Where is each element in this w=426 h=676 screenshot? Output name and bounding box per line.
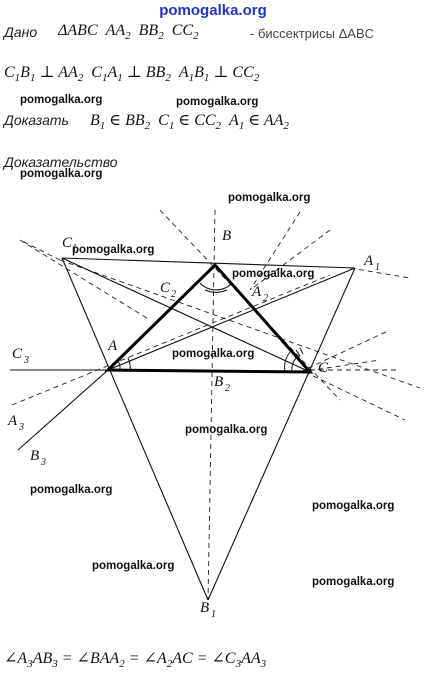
svg-text:2: 2: [171, 289, 176, 300]
point-label-c3: C: [12, 346, 23, 362]
svg-text:1: 1: [72, 243, 77, 254]
watermark: pomogalka.org: [20, 94, 103, 106]
prove-label: Доказать: [4, 112, 69, 128]
svg-text:1: 1: [375, 262, 380, 273]
prove-statement: B1 ∈ BB2 C1 ∈ CC2 A1 ∈ AA2: [90, 112, 289, 132]
site-header: pomogalka.org: [159, 2, 267, 19]
watermark: pomogalka.org: [185, 424, 268, 436]
point-label-a1: A: [363, 253, 374, 269]
perpendicular-conditions: C1B1 ⊥ AA2 C1A1 ⊥ BB2 A1B1 ⊥ CC2: [4, 64, 260, 84]
point-label-c1: C: [62, 235, 73, 251]
watermark: pomogalka.org: [312, 500, 395, 512]
point-label-b3: B: [30, 448, 39, 464]
watermark: pomogalka.org: [228, 192, 311, 204]
svg-text:3: 3: [40, 457, 46, 468]
proof-label: Доказательство: [4, 154, 118, 170]
svg-text:3: 3: [23, 355, 29, 366]
watermark: pomogalka.org: [232, 268, 315, 280]
angle-equality-conclusion: ∠A3AB3 = ∠BAA2 = ∠A2AC = ∠C3AA3: [4, 650, 267, 670]
svg-text:3: 3: [18, 422, 24, 433]
given-note: - биссектрисы ΔABC: [250, 26, 375, 41]
watermark: pomogalka.org: [30, 484, 113, 496]
point-label-b: B: [222, 228, 231, 244]
given-statement: ΔABC AA2 BB2 CC2: [58, 22, 199, 42]
given-label: Дано: [4, 24, 38, 40]
watermark: pomogalka.org: [92, 560, 175, 572]
watermark: pomogalka.org: [20, 168, 103, 180]
point-label-c2: C: [160, 280, 171, 296]
point-label-a2: A: [251, 284, 262, 300]
watermark: pomogalka.org: [176, 96, 259, 108]
watermark: pomogalka.org: [312, 576, 395, 588]
watermark: pomogalka.org: [72, 244, 155, 256]
point-label-b2: B: [214, 374, 223, 390]
point-label-a3: A: [7, 413, 18, 429]
point-label-b1: B: [200, 600, 209, 616]
watermark: pomogalka.org: [172, 348, 255, 360]
svg-text:2: 2: [263, 293, 268, 304]
point-label-a: A: [107, 338, 118, 354]
svg-text:2: 2: [225, 383, 230, 394]
svg-text:1: 1: [211, 609, 216, 620]
point-label-c: C: [318, 360, 329, 376]
